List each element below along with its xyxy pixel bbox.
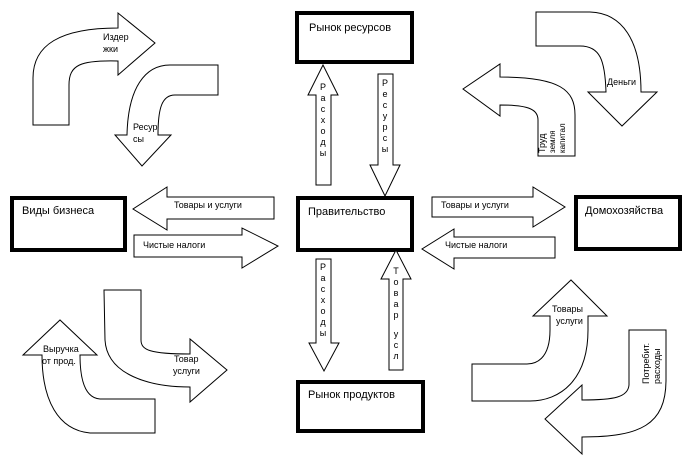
arrow-label: услуги <box>556 316 583 326</box>
curved-arrow-factors[interactable]: Труд земля капитал <box>462 63 576 157</box>
arrow-label: Товар <box>174 354 199 364</box>
arrow-label: Выручка <box>43 344 79 354</box>
curved-arrow-costs[interactable]: Издер жки <box>32 11 156 126</box>
arrow-label: услуги <box>173 366 200 376</box>
arrow-label: Ресур <box>133 122 158 132</box>
svg-text:капитал: капитал <box>558 123 567 153</box>
arrow-business-to-gov-taxes[interactable]: Чистые налоги <box>133 227 280 269</box>
curved-arrow-consumption[interactable]: Потребит. расходы <box>544 329 667 456</box>
svg-text:земля: земля <box>548 130 557 153</box>
arrow-gov-to-households-goods[interactable]: Товары и услуги <box>431 186 566 228</box>
arrow-label: Издер <box>103 32 129 42</box>
arrow-households-to-gov-taxes[interactable]: Чистые налоги <box>421 228 556 270</box>
svg-text:расходы: расходы <box>652 349 662 384</box>
arrow-label: Чистые налоги <box>143 240 205 250</box>
arrow-label: Товары и услуги <box>441 200 509 210</box>
rotated-label: Потребит. расходы <box>641 343 662 384</box>
rotated-label: Труд земля капитал <box>537 123 567 153</box>
arrow-label: от прод. <box>42 356 76 366</box>
node-government[interactable]: Правительство <box>296 196 414 252</box>
arrow-label: Чистые налоги <box>445 240 507 250</box>
node-business[interactable]: Виды бизнеса <box>10 196 127 252</box>
curved-arrow-resources[interactable]: Ресур сы <box>113 64 219 167</box>
curved-arrow-goods-households[interactable]: Товары услуги <box>471 279 609 402</box>
curved-arrow-revenue[interactable]: Выручка от прод. <box>21 319 156 434</box>
arrow-label: Товары и услуги <box>174 200 242 210</box>
curved-arrow-money[interactable]: Деньги <box>535 11 659 127</box>
arrow-label: Деньги <box>607 77 636 87</box>
svg-text:Потребит.: Потребит. <box>641 343 651 384</box>
node-label: Домохозяйства <box>585 205 664 217</box>
arrow-label: сы <box>133 134 144 144</box>
node-households[interactable]: Домохозяйства <box>574 195 682 251</box>
node-label: Правительство <box>308 206 385 218</box>
svg-text:Труд: Труд <box>537 133 547 153</box>
node-label: Виды бизнеса <box>22 205 95 217</box>
node-label: Рынок продуктов <box>308 389 395 401</box>
arrow-label: Товары <box>552 304 583 314</box>
node-resource-market[interactable]: Рынок ресурсов <box>295 11 414 64</box>
arrow-label: жки <box>103 44 118 54</box>
arrow-gov-to-business-goods[interactable]: Товары и услуги <box>132 186 275 231</box>
node-label: Рынок ресурсов <box>309 22 391 34</box>
node-product-market[interactable]: Рынок продуктов <box>296 380 425 433</box>
curved-arrow-goods-business[interactable]: Товар услуги <box>103 289 228 404</box>
